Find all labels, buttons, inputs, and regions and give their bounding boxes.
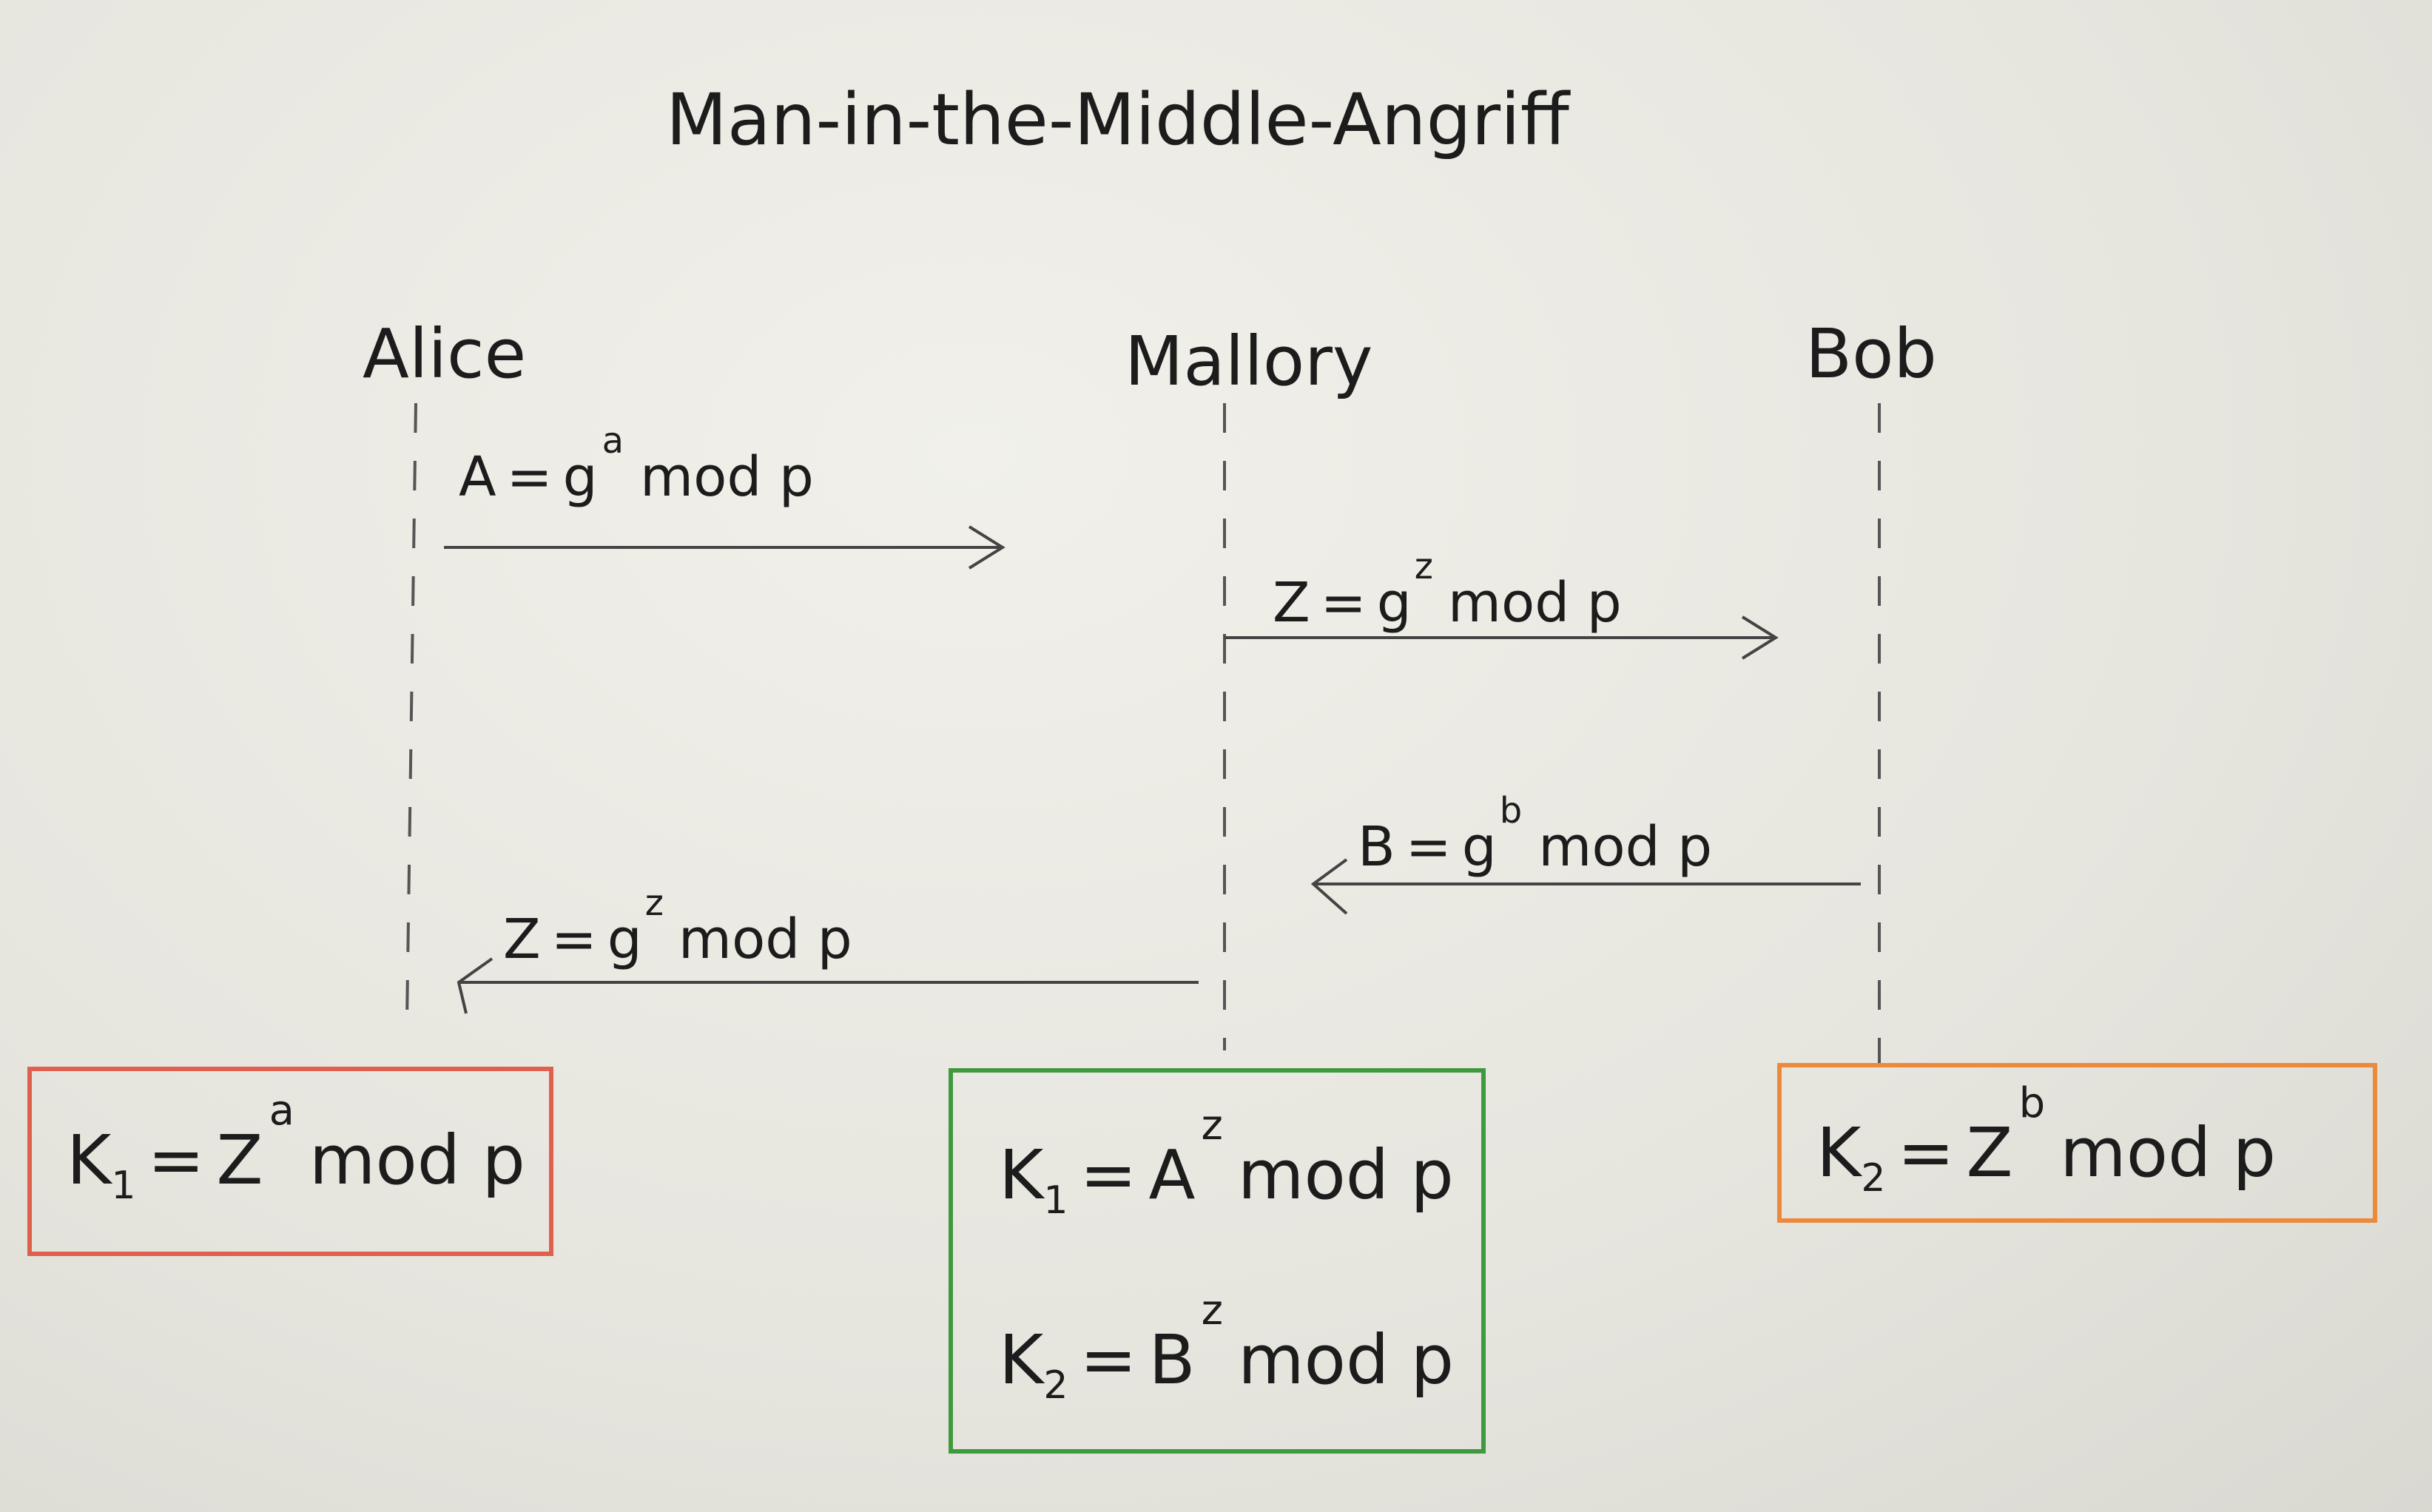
key-box-bob-frame (1777, 1063, 2377, 1223)
svg-text:B=gbmod p: B=gbmod p (1358, 790, 1712, 879)
key-box-alice: K1=Zamod p (27, 1067, 553, 1256)
svg-text:K2=Zbmod p: K2=Zbmod p (1816, 1079, 2276, 1201)
actor-mallory: Mallory (1125, 322, 1372, 401)
arrowhead-right (1741, 615, 1779, 660)
arrowhead-left (457, 957, 494, 1014)
message-mallory-to-alice: Z=gzmod p (457, 882, 1199, 1014)
actor-bob: Bob (1805, 314, 1937, 394)
key-box-bob: K2=Zbmod p (1777, 1063, 2377, 1223)
svg-text:A=gamod p: A=gamod p (459, 420, 814, 509)
key-box-mallory-frame (949, 1068, 1486, 1454)
svg-text:Z=gzmod p: Z=gzmod p (503, 882, 852, 971)
actor-alice: Alice (363, 314, 526, 394)
key-box-alice-frame (27, 1067, 553, 1256)
diagram-title: Man-in-the-Middle-Angriff (666, 78, 1571, 161)
lifeline-alice (405, 402, 417, 1022)
message-alice-to-mallory: A=gamod p (444, 420, 1006, 570)
key-mallory-k1: K1=Azmod p (999, 1101, 1454, 1223)
key-box-mallory: K1=Azmod p K2=Bzmod p (949, 1068, 1486, 1454)
svg-text:K1=Zamod p: K1=Zamod p (67, 1087, 525, 1208)
message-mallory-to-bob: Z=gzmod p (1225, 546, 1779, 660)
key-mallory-k2: K2=Bzmod p (999, 1286, 1454, 1408)
message-bob-to-mallory: B=gbmod p (1310, 790, 1861, 915)
svg-text:Z=gzmod p: Z=gzmod p (1273, 546, 1622, 635)
arrowhead-left (1310, 858, 1348, 915)
arrowhead-right (968, 525, 1006, 570)
